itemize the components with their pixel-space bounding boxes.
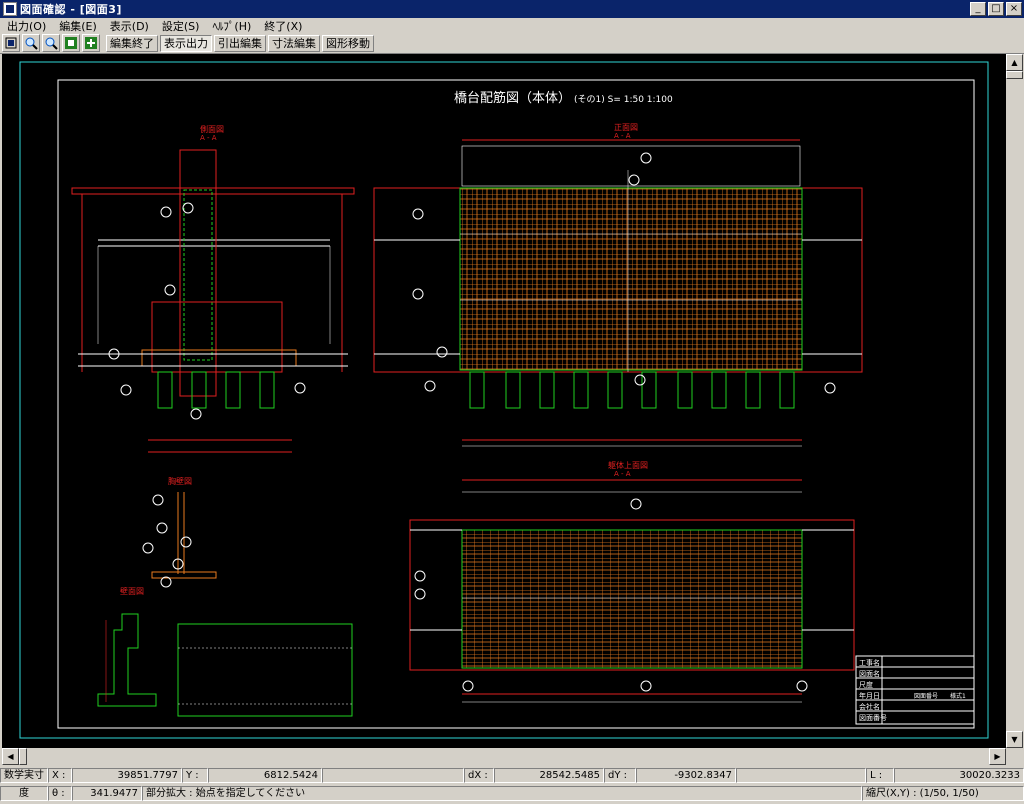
front-view: 正面図 A - A [373,123,863,447]
drawing-canvas[interactable]: 橋台配筋図（本体） (その1) S= 1:50 1:100 側面図 A - A [2,54,1006,748]
y-label: Y : [182,767,208,783]
pan-icon[interactable] [82,34,100,52]
menu-settings[interactable]: 設定(S) [161,19,200,33]
toolbar: 編集終了 表示出力 引出編集 寸法編集 図形移動 [0,33,1024,54]
view-sub-side: A - A [200,134,217,142]
scroll-down-button[interactable]: ▼ [1006,731,1023,748]
l-value: 30020.3233 [894,767,1024,783]
status-spacer-2 [736,767,866,783]
view-label-wall: 壁面図 [120,586,144,596]
figure-move-button[interactable]: 図形移動 [322,34,374,52]
menu-help[interactable]: ﾍﾙﾌﾟ(H) [212,19,252,33]
wall-section-detail: 壁面図 [97,586,353,717]
tb-company: 会社名 [859,702,880,711]
fit-view-icon[interactable] [2,34,20,52]
status-mode-label: 数学実寸 [0,767,48,783]
theta-label: θ : [48,785,72,801]
tb-date: 年月日 [859,691,880,700]
dx-value: 28542.5485 [494,767,604,783]
scale-readout: 縮尺(X,Y) : (1/50, 1/50) [862,785,1024,801]
scroll-right-button[interactable]: ▶ [989,748,1006,765]
drawing-title-group: 橋台配筋図（本体） (その1) S= 1:50 1:100 [454,90,673,106]
tb-number-val: 図面番号 [914,693,938,700]
dimension-edit-button[interactable]: 寸法編集 [268,34,320,52]
x-value: 39851.7797 [72,767,182,783]
menu-edit[interactable]: 編集(E) [59,19,97,33]
scroll-left-button[interactable]: ◀ [2,748,19,765]
status-spacer-1 [322,767,464,783]
menu-bar: 出力(O) 編集(E) 表示(D) 設定(S) ﾍﾙﾌﾟ(H) 終了(X) [0,18,1024,33]
status-row-2: 度 θ : 341.9477 部分拡大 : 始点を指定してください 縮尺(X,Y… [0,784,1024,802]
drawing-title-sub: (その1) S= 1:50 1:100 [574,94,673,105]
l-label: L : [866,767,894,783]
view-sub-top: A - A [614,470,631,478]
side-section-view: 側面図 A - A [71,124,355,453]
zoom-out-icon[interactable] [42,34,60,52]
view-label-front: 正面図 [614,123,638,132]
top-plan-view: 躯体上面図 A - A [409,460,855,703]
close-button[interactable]: × [1006,2,1022,16]
edit-end-button[interactable]: 編集終了 [106,34,158,52]
x-label: X : [48,767,72,783]
drawing-title: 橋台配筋図（本体） [454,90,571,106]
title-bar: 図面確認 - [図面3] _ □ × [0,0,1024,18]
view-label-top: 躯体上面図 [608,460,648,470]
menu-output[interactable]: 出力(O) [7,19,47,33]
dy-label: dY : [604,767,636,783]
window-title: 図面確認 - [図面3] [20,3,122,16]
tb-project: 工事名 [859,658,880,667]
drawing-frame [19,61,989,739]
display-output-button[interactable]: 表示出力 [160,34,212,52]
status-row-1: 数学実寸 X : 39851.7797 Y : 6812.5424 dX : 2… [0,766,1024,784]
view-sub-front: A - A [614,132,631,140]
leader-edit-button[interactable]: 引出編集 [214,34,266,52]
theta-value: 341.9477 [72,785,142,801]
dx-label: dX : [464,767,494,783]
view-label-side: 側面図 [200,124,224,134]
angle-unit-label: 度 [0,785,48,801]
minimize-button[interactable]: _ [970,2,986,16]
horizontal-scrollbar[interactable]: ◀ ▶ [2,748,1006,765]
title-block: 工事名 図面名 尺度 年月日 会社名 図面番号 図面番号 様式1 [855,655,975,725]
tb-drawing-name: 図面名 [859,669,880,678]
status-message: 部分拡大 : 始点を指定してください [142,785,862,801]
parapet-detail: 胸壁図 [142,476,217,588]
dy-value: -9302.8347 [636,767,736,783]
scroll-up-button[interactable]: ▲ [1006,54,1023,71]
menu-view[interactable]: 表示(D) [109,19,149,33]
vertical-scrollbar[interactable]: ▲ ▼ [1006,54,1023,748]
zoom-window-icon[interactable] [62,34,80,52]
tb-drawing-number: 図面番号 [859,714,887,722]
menu-exit[interactable]: 終了(X) [264,19,303,33]
y-value: 6812.5424 [208,767,322,783]
view-label-parapet: 胸壁図 [168,476,192,486]
maximize-button[interactable]: □ [988,2,1004,16]
horizontal-scroll-thumb[interactable] [19,748,27,765]
vertical-scroll-thumb[interactable] [1006,71,1023,79]
app-icon [3,2,17,16]
zoom-in-icon[interactable] [22,34,40,52]
tb-form-val: 様式1 [950,692,966,700]
tb-scale: 尺度 [859,680,873,689]
